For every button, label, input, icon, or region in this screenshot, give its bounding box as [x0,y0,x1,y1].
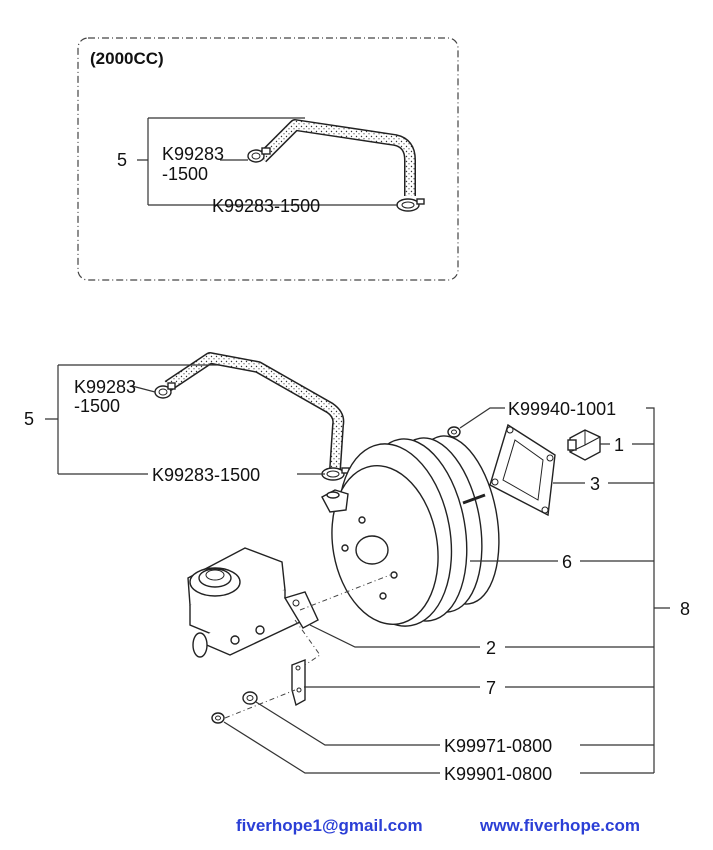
ref-5: 5 [24,409,34,429]
inset-frame [77,37,459,281]
leader-hose-bracket [45,364,325,475]
hose-clamp-lower [321,467,350,481]
nut2-label: K99901-0800 [444,764,552,784]
ref-6: 6 [562,552,572,572]
vacuum-hose-outline [164,352,345,471]
ref-8: 8 [680,599,690,619]
ref-7: 7 [486,678,496,698]
footer-email-link[interactable]: fiverhope1@gmail.com [236,816,423,835]
ref-3: 3 [590,474,600,494]
leader-nut-upper [459,407,505,429]
inset-2000cc: (2000CC) 5 K99283 -1500 K99283-1500 [77,37,459,281]
washer-lower [242,691,258,705]
gasket [489,423,556,517]
leader-nut-lower [223,721,654,774]
ref-2: 2 [486,638,496,658]
leader-main-bracket [646,407,670,773]
leader-washer [255,701,654,746]
ref-1: 1 [614,435,624,455]
brake-booster [321,435,500,627]
inset-title: (2000CC) [90,49,164,68]
footer-website-link[interactable]: www.fiverhope.com [480,816,640,835]
inset-vacuum-hose [258,120,415,196]
clamp-label-top: K99283 [74,377,136,397]
master-cylinder [187,547,319,658]
inset-ref-5: 5 [117,150,127,170]
nut-label: K99940-1001 [508,399,616,419]
nut-lower [211,712,225,724]
assembly-centerline-2 [294,619,321,666]
main-assembly: 5 K99283 -1500 K99283-1500 K99940-1001 1… [24,352,690,784]
inset-hose-clamp-lower [396,198,425,212]
leader-2 [309,624,654,648]
nut-upper [447,426,461,438]
assembly-centerline-1 [299,574,391,611]
inset-leader-lines [137,117,398,206]
inset-clamp-label-lower: K99283-1500 [212,196,320,216]
vacuum-hose [165,353,343,471]
bracket [291,658,306,707]
clamp-label-lower: K99283-1500 [152,465,260,485]
inset-clamp-label-top: K99283 [162,144,224,164]
washer-label: K99971-0800 [444,736,552,756]
clevis [567,429,601,461]
inset-hose-clamp-upper [247,147,271,163]
clamp-label-bottom: -1500 [74,396,120,416]
inset-clamp-label-bottom: -1500 [162,164,208,184]
